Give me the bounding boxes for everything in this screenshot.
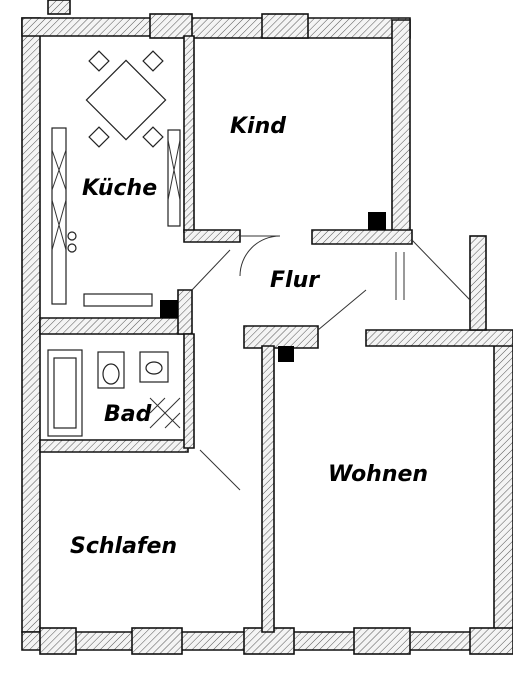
window-pier: [39, 627, 77, 655]
wall-flur-pier: [243, 325, 319, 349]
window-pier: [131, 627, 183, 655]
window-pier: [353, 627, 411, 655]
kitchen-counter-bottom: [83, 293, 153, 307]
closet-lines: [395, 252, 405, 300]
kitchen-table-icon: [85, 50, 167, 148]
window-pier: [261, 13, 309, 39]
bathtub-inner: [53, 357, 77, 429]
room-label-wohnen: Wohnen: [328, 462, 429, 487]
room-label-schlafen: Schlafen: [70, 534, 178, 559]
outer-wall-right: [493, 339, 513, 651]
door-swing: [191, 249, 231, 291]
window-pier: [47, 0, 71, 15]
wall-kueche-kind: [183, 35, 195, 233]
toilet-bowl: [102, 363, 120, 385]
room-label-kind: Kind: [230, 114, 286, 139]
outer-wall-left: [21, 17, 41, 633]
stove-burner-icon: [67, 231, 77, 241]
wall-kind-bottom-right: [311, 229, 413, 245]
wall-column: [469, 235, 487, 331]
room-label-kueche: Küche: [82, 176, 158, 201]
sink-basin: [145, 361, 163, 375]
door-swing: [199, 449, 241, 491]
bathtub-icon: [47, 349, 83, 437]
room-label-flur: Flur: [270, 268, 320, 293]
kitchen-counter-hatch: [167, 139, 181, 201]
wall-bad-right: [183, 333, 195, 449]
chimney-marker: [278, 346, 294, 362]
kitchen-counter: [51, 127, 67, 305]
wall-kind-bottom-left: [183, 229, 241, 243]
window-pier: [469, 627, 513, 655]
shower-tiles: [149, 397, 181, 429]
stove-burner-icon: [67, 243, 77, 253]
kitchen-counter-right: [167, 129, 181, 227]
window-pier: [149, 13, 193, 39]
wall-kueche-right-lower: [177, 289, 193, 335]
sink-icon: [139, 351, 169, 383]
wall-wohnen-top: [365, 329, 513, 347]
door-swing: [239, 235, 281, 277]
chimney-marker: [160, 300, 178, 318]
room-label-bad: Bad: [104, 402, 152, 427]
door-swing: [317, 289, 367, 331]
wall-kueche-bottom: [39, 317, 191, 335]
door-swing: [411, 239, 471, 301]
wall-bad-schlafen: [39, 439, 189, 453]
toilet-icon: [97, 351, 125, 389]
kitchen-counter-hatch: [51, 149, 67, 251]
chimney-marker: [368, 212, 386, 230]
outer-wall-right-kind: [391, 19, 411, 233]
wall-wohnen-left: [261, 345, 275, 633]
